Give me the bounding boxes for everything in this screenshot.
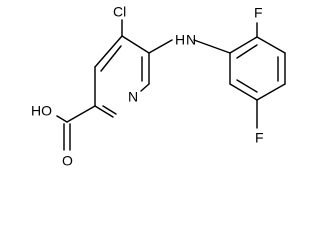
chlorine-label: Cl: [113, 4, 126, 20]
ring-bond: [140, 83, 150, 92]
pyridine-nitrogen-label: N: [128, 89, 138, 105]
fluorine-bottom-label: F: [255, 130, 264, 146]
fluorine-top-label: F: [254, 5, 263, 21]
ring-bond: [94, 35, 123, 68]
aryl-ring-bond: [229, 83, 258, 101]
c-carboxyl-bond: [66, 105, 96, 123]
carbonyl-oxygen-label: O: [62, 153, 73, 169]
ring-double-bond: [100, 45, 122, 72]
ring-bond: [121, 35, 150, 54]
c-nh-bond: [148, 39, 173, 54]
aryl-ring-bond: [256, 83, 286, 101]
ring-double-bond: [102, 105, 117, 115]
amine-nitrogen-label: N: [186, 32, 196, 48]
amine-hydrogen-label: H: [175, 32, 185, 48]
nh-aryl-bond: [193, 39, 231, 54]
aryl-ring-double-bond: [236, 79, 258, 93]
aryl-ring-bond: [256, 36, 286, 54]
chemical-structure-diagram: Cl H N N HO O F F: [31, 4, 286, 169]
c-oh-bond: [56, 115, 68, 123]
aryl-ring-double-bond: [236, 44, 258, 59]
aryl-ring-bond: [229, 36, 258, 54]
ring-bond: [94, 105, 114, 118]
hydroxyl-label: HO: [31, 103, 52, 119]
